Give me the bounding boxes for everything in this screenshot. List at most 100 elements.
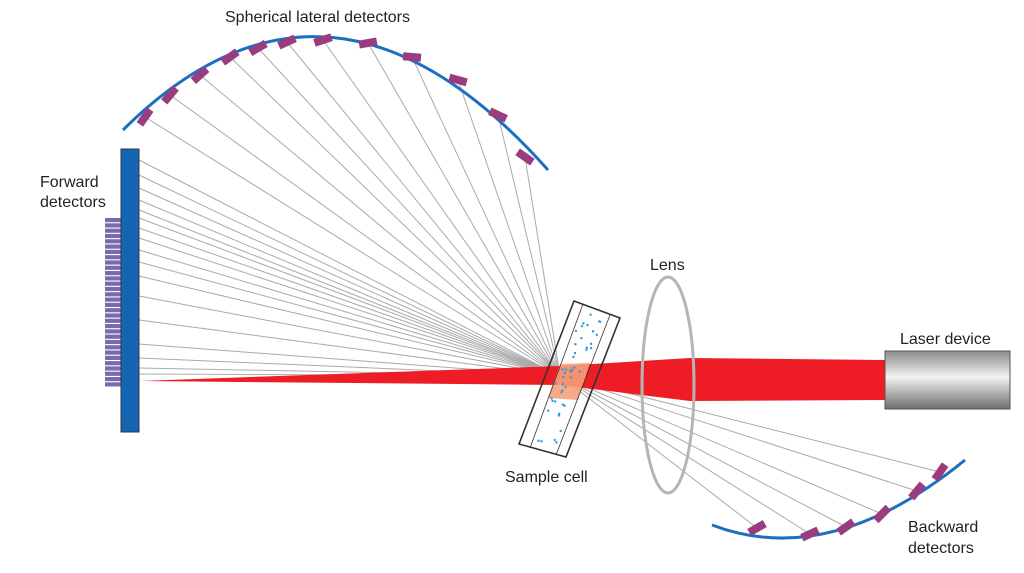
- forward-detector-strip: [105, 371, 121, 376]
- particle: [561, 383, 565, 386]
- forward-detector-strip: [105, 228, 121, 233]
- particle: [562, 375, 565, 379]
- particle: [589, 342, 593, 346]
- forward-detector-strip: [105, 345, 121, 350]
- lateral-detector: [313, 33, 333, 47]
- particle: [547, 409, 550, 412]
- forward-detector-strip: [105, 265, 121, 270]
- sample-particles: [537, 313, 602, 444]
- lateral-detector: [248, 40, 268, 56]
- backward-ray: [559, 375, 918, 492]
- lateral-detector: [277, 34, 297, 50]
- forward-detectors-label-1: Forward: [40, 174, 99, 191]
- particle: [563, 404, 566, 407]
- detectors: [136, 33, 949, 542]
- forward-detector-strip: [105, 355, 121, 360]
- particle: [573, 351, 577, 355]
- lateral-ray: [524, 156, 561, 377]
- forward-detector-strip: [105, 308, 121, 313]
- forward-ray: [138, 249, 561, 377]
- particle: [563, 371, 566, 375]
- forward-ray: [138, 209, 561, 377]
- particle: [591, 330, 595, 333]
- forward-detector-strip: [105, 292, 121, 297]
- forward-detector-strip: [105, 260, 121, 265]
- forward-ray: [138, 159, 561, 377]
- lateral-ray: [286, 41, 561, 377]
- forward-detector-strip: [105, 329, 121, 334]
- lateral-ray: [199, 74, 561, 377]
- particle: [570, 368, 574, 372]
- backward-detector: [931, 462, 949, 482]
- particle: [582, 322, 585, 325]
- sample-cell: [517, 299, 622, 458]
- forward-detector-strip: [105, 233, 121, 239]
- forward-detector-strip: [105, 276, 121, 281]
- lens: [640, 275, 696, 495]
- laser-beam: [140, 358, 885, 401]
- particle: [573, 366, 576, 369]
- particle: [560, 391, 563, 394]
- particle: [564, 385, 567, 389]
- forward-ray: [138, 261, 561, 377]
- lateral-detector: [136, 107, 154, 127]
- forward-detector-strip: [105, 377, 121, 382]
- particle: [580, 324, 584, 328]
- backward-detector: [908, 481, 926, 501]
- lateral-ray: [229, 56, 561, 377]
- forward-detector-strip: [105, 286, 121, 292]
- forward-detector-strip: [105, 324, 121, 329]
- forward-detector-strip: [105, 244, 121, 249]
- forward-detector-strip: [105, 313, 121, 318]
- forward-ray: [138, 227, 561, 377]
- particle: [574, 329, 578, 333]
- particle: [540, 440, 543, 443]
- forward-detector-strip: [105, 249, 121, 254]
- forward-ray: [138, 275, 561, 377]
- particle: [555, 441, 558, 444]
- forward-detector-strip: [105, 218, 121, 223]
- backward-ray: [559, 375, 847, 528]
- forward-detector-plate: [120, 148, 140, 433]
- lateral-detector-arc: [121, 35, 550, 171]
- lateral-detector: [220, 48, 240, 66]
- particle: [589, 313, 592, 316]
- particle: [572, 355, 575, 359]
- lateral-ray: [322, 39, 561, 377]
- forward-ray: [138, 174, 561, 377]
- particle: [580, 336, 583, 340]
- lateral-ray: [144, 116, 561, 377]
- particle: [561, 389, 564, 392]
- lateral-detector: [515, 148, 535, 166]
- particle: [561, 368, 564, 371]
- backward-detectors-label-1: Backward: [908, 519, 978, 536]
- lateral-ray: [497, 114, 561, 377]
- forward-detectors-label-2: detectors: [40, 194, 106, 211]
- particle: [574, 342, 577, 346]
- forward-ray: [138, 237, 561, 377]
- lateral-detector: [358, 37, 378, 49]
- backward-detector: [836, 518, 856, 536]
- lens-label: Lens: [650, 257, 685, 274]
- particle: [578, 370, 581, 373]
- particle: [551, 399, 554, 403]
- particle: [554, 382, 557, 385]
- backward-detectors-label-2: detectors: [908, 540, 974, 557]
- forward-ray: [138, 199, 561, 377]
- forward-detector-strip: [105, 350, 121, 355]
- forward-detector-strip: [105, 339, 121, 345]
- particle: [585, 346, 589, 349]
- lateral-ray: [257, 47, 561, 377]
- backward-detector: [747, 520, 767, 536]
- forward-detector-strip: [105, 302, 121, 307]
- laser-device-label: Laser device: [900, 331, 991, 348]
- particle: [564, 368, 568, 371]
- forward-ray: [138, 187, 561, 377]
- particle: [595, 333, 599, 336]
- lateral-detector: [448, 73, 468, 87]
- forward-detector-strip: [105, 239, 121, 244]
- lateral-ray: [367, 42, 561, 377]
- forward-detector-strip: [105, 281, 121, 286]
- backward-ray: [559, 375, 883, 515]
- forward-detector-strips: [105, 218, 121, 387]
